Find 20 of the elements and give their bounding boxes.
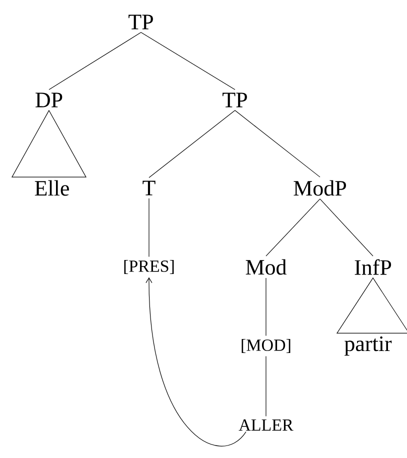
category-label: ModP [294, 180, 346, 196]
movement-arrow [146, 277, 246, 446]
branch-line [320, 198, 374, 256]
category-label: Mod [246, 259, 286, 275]
lexical-item: ALLER [238, 419, 294, 431]
branch-line [48, 32, 142, 90]
branch-line [140, 32, 236, 90]
branch-line [266, 198, 320, 256]
category-label: InfP [354, 259, 392, 275]
category-label: T [142, 180, 156, 196]
category-label: TP [128, 14, 153, 30]
branch-line [148, 110, 236, 178]
feature-label: [PRES] [124, 260, 174, 274]
category-label: TP [222, 92, 247, 108]
branch-line [148, 198, 150, 258]
word: Elle [34, 180, 69, 196]
feature-label: [MOD] [242, 338, 290, 354]
category-label: DP [36, 92, 62, 108]
branch-line [234, 110, 320, 178]
word: partir [344, 336, 392, 356]
